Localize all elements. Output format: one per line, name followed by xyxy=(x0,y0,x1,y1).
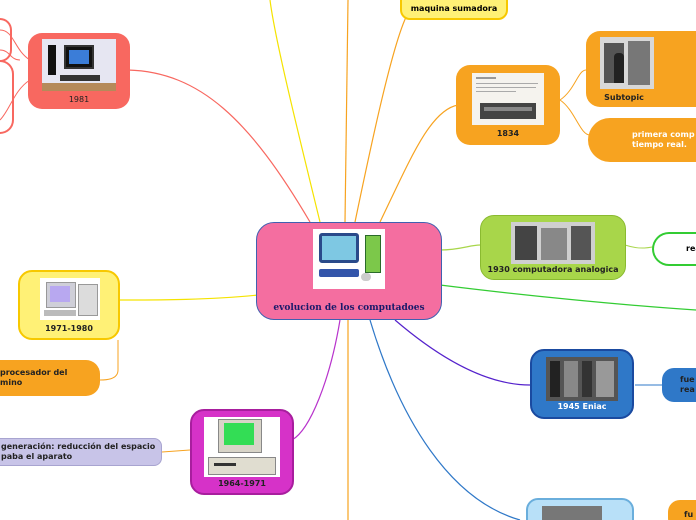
node-1964-1971[interactable]: 1964-1971 xyxy=(190,409,294,495)
central-title: evolucion de los computadoes xyxy=(273,303,425,313)
node-1971-1980-label: 1971-1980 xyxy=(45,324,93,333)
central-node[interactable]: evolucion de los computadoes xyxy=(256,222,442,320)
node-1930-label: 1930 computadora analogica xyxy=(487,265,619,274)
node-fue-partial[interactable]: fue rea xyxy=(662,368,696,402)
node-1981[interactable]: 1981 xyxy=(28,33,130,109)
analog-computer-photo xyxy=(511,222,595,264)
node-1834[interactable]: 1834 xyxy=(456,65,560,145)
node-generacion[interactable]: generación: reducción del espacio paba e… xyxy=(0,438,162,466)
node-fu-partial[interactable]: fu xyxy=(668,500,696,520)
node-1834-label: 1834 xyxy=(496,129,520,138)
node-subtopic[interactable]: Subtopic xyxy=(586,31,696,107)
desktop-computer-photo xyxy=(42,39,116,91)
partial-red-node-top[interactable] xyxy=(0,18,12,62)
node-real-partial[interactable]: rea xyxy=(652,232,696,266)
mainframe-photo xyxy=(600,37,654,89)
bottom-photo xyxy=(542,506,602,520)
node-subtopic-label: Subtopic xyxy=(604,93,644,102)
document-image xyxy=(472,73,544,125)
terminal-computer-photo xyxy=(204,417,280,477)
partial-red-node-bottom[interactable] xyxy=(0,60,14,134)
eniac-photo xyxy=(546,357,618,401)
node-maquina-sumadora-label: maquina sumadora xyxy=(410,4,498,13)
computer-clipart xyxy=(313,229,385,289)
vintage-computer-photo xyxy=(40,278,100,320)
node-1964-1971-label: 1964-1971 xyxy=(218,479,266,488)
node-1945-eniac[interactable]: 1945 Eniac xyxy=(530,349,634,419)
node-1930[interactable]: 1930 computadora analogica xyxy=(480,215,626,280)
node-procesador[interactable]: procesador del mino xyxy=(0,360,100,396)
node-maquina-sumadora[interactable]: maquina sumadora xyxy=(400,0,508,20)
node-1981-label: 1981 xyxy=(68,95,90,104)
node-primera-comp[interactable]: primera comp tiempo real. xyxy=(588,118,696,162)
node-bottom-partial[interactable] xyxy=(526,498,634,520)
node-1945-eniac-label: 1945 Eniac xyxy=(557,402,607,411)
node-1971-1980[interactable]: 1971-1980 xyxy=(18,270,120,340)
